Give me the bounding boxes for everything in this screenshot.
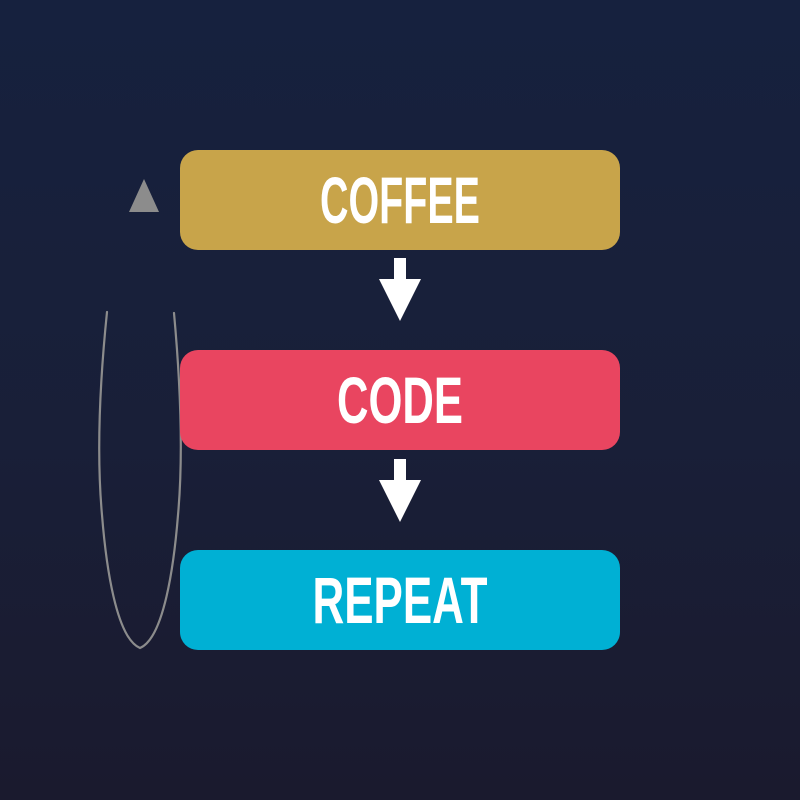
node-code-box	[180, 350, 620, 450]
node-repeat-label: REPEAT	[313, 563, 488, 637]
node-coffee-label: COFFEE	[320, 163, 480, 237]
down-arrow-code-to-repeat-icon	[379, 459, 421, 522]
node-repeat: REPEAT	[180, 550, 620, 650]
node-coffee: COFFEE	[180, 150, 620, 250]
loop-arrow-curve	[98, 310, 182, 650]
node-repeat-box	[180, 550, 620, 650]
down-arrow-coffee-to-code-icon	[379, 258, 421, 321]
node-code: CODE	[180, 350, 620, 450]
node-coffee-box	[180, 150, 620, 250]
node-code-label: CODE	[337, 363, 463, 437]
loop-arrowhead-icon	[129, 179, 159, 212]
